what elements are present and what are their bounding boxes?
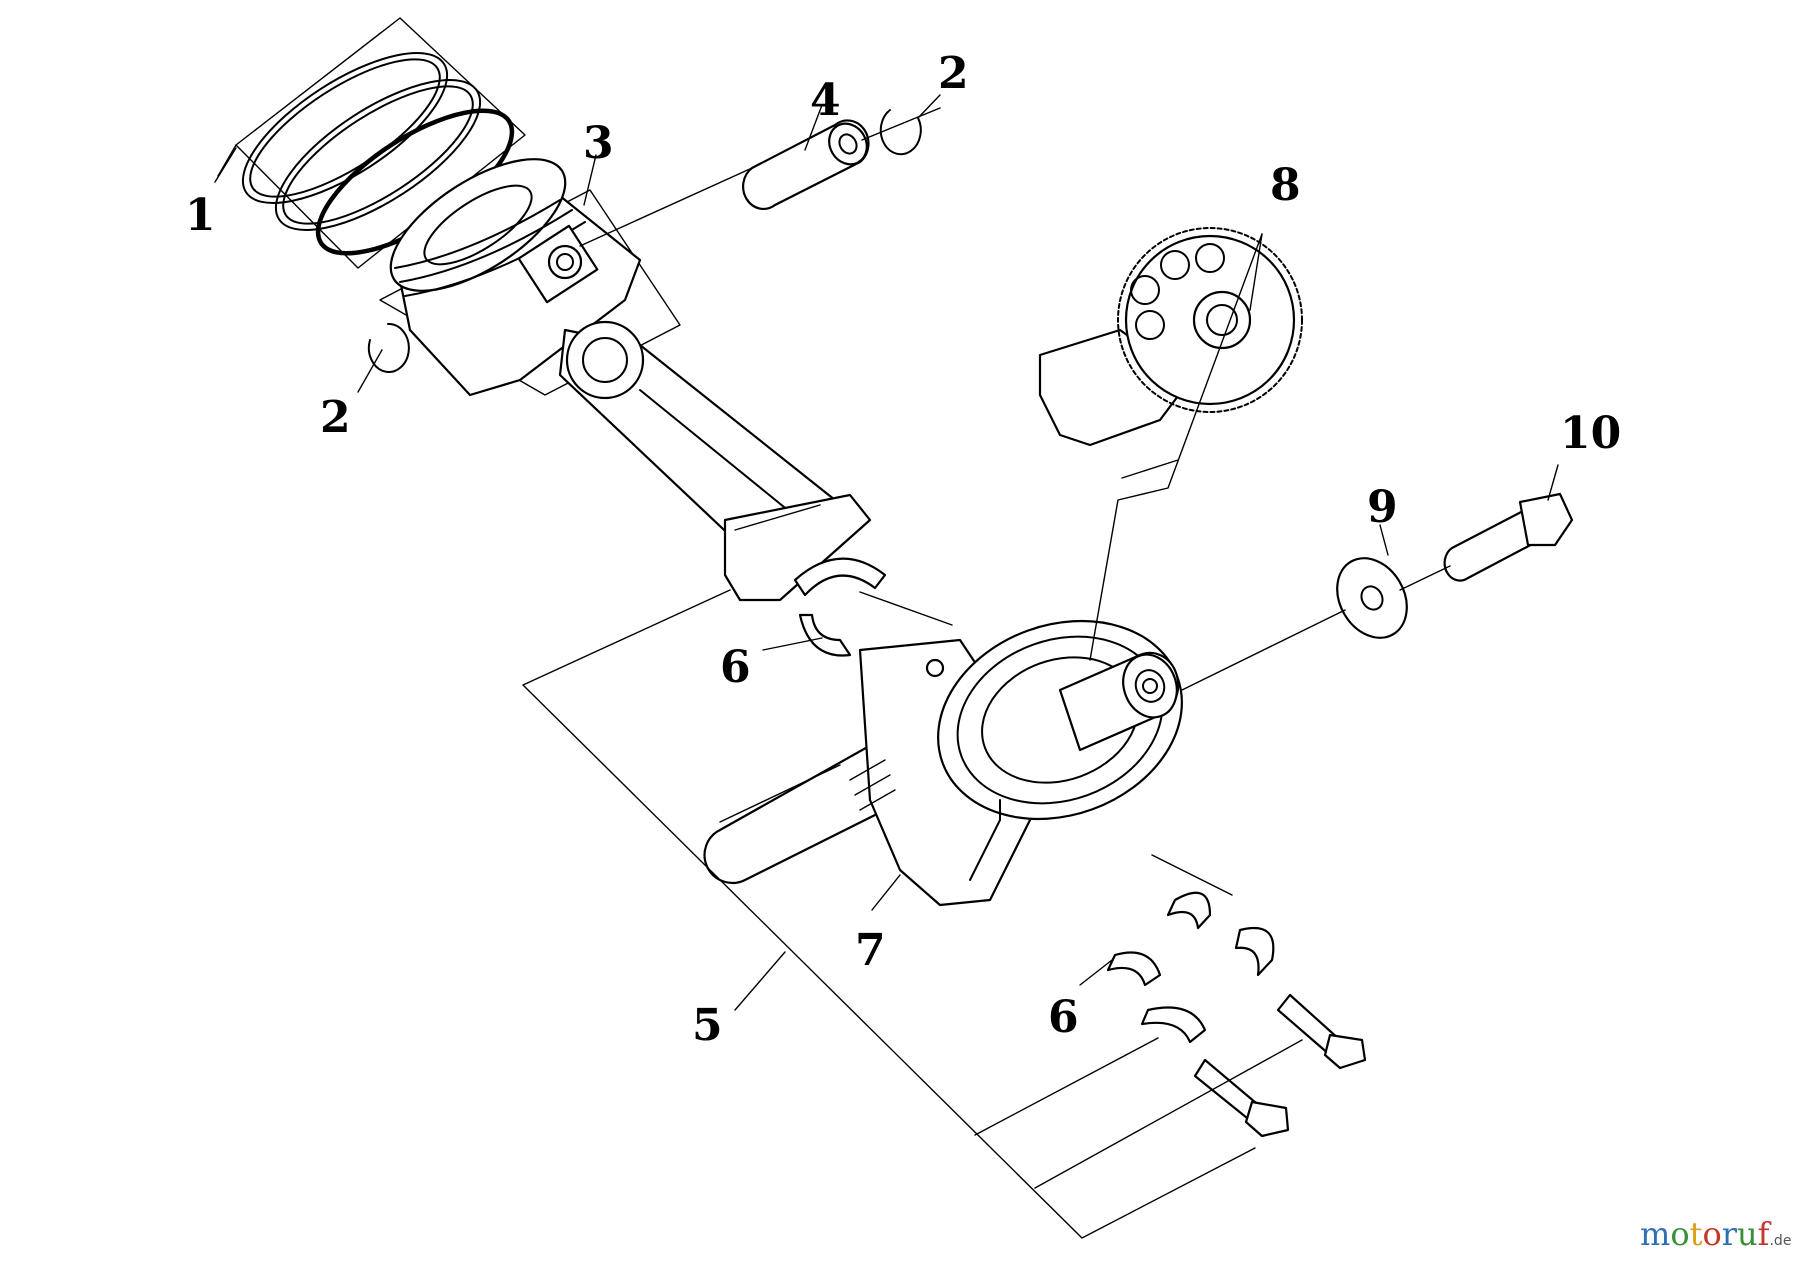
callout-6-bottom: 6 bbox=[1048, 992, 1079, 1043]
piston-ring-set bbox=[217, 17, 526, 269]
watermark-logo-text: motoruf.de bbox=[1640, 1215, 1791, 1253]
callout-7: 7 bbox=[855, 925, 886, 976]
connecting-rod bbox=[558, 320, 872, 602]
callout-5: 5 bbox=[692, 1000, 723, 1051]
watermark-letter: u bbox=[1737, 1215, 1758, 1253]
watermark-letter: f bbox=[1758, 1215, 1772, 1253]
watermark-letter: m bbox=[1640, 1215, 1670, 1253]
watermark-letter: r bbox=[1722, 1215, 1738, 1253]
callout-2-left: 2 bbox=[320, 392, 351, 443]
rod-bolts bbox=[1193, 993, 1367, 1138]
crankshaft bbox=[703, 619, 1183, 907]
callout-6-top: 6 bbox=[720, 642, 751, 693]
watermark-suffix: .de bbox=[1769, 1233, 1791, 1249]
callout-1: 1 bbox=[185, 190, 216, 241]
camshaft bbox=[1038, 227, 1303, 447]
watermark-letter: o bbox=[1702, 1215, 1721, 1253]
bearing-shells-bottom bbox=[1106, 891, 1275, 1044]
callout-2-right: 2 bbox=[938, 48, 969, 99]
washer bbox=[1336, 557, 1408, 639]
bolt bbox=[1443, 492, 1574, 582]
callout-9: 9 bbox=[1367, 482, 1398, 533]
callout-4: 4 bbox=[810, 75, 841, 126]
circlip-left bbox=[367, 322, 410, 373]
callout-3: 3 bbox=[583, 118, 614, 169]
watermark-letter: t bbox=[1690, 1215, 1703, 1253]
piston-pin bbox=[742, 107, 941, 210]
callout-8: 8 bbox=[1270, 160, 1301, 211]
leader-lines bbox=[214, 94, 1559, 1239]
bearing-shell-top bbox=[793, 557, 887, 657]
motoruf-watermark: motoruf.de bbox=[1640, 1215, 1791, 1253]
piston bbox=[379, 158, 753, 397]
circlip-right bbox=[879, 109, 922, 156]
watermark-letter: o bbox=[1670, 1215, 1689, 1253]
callout-10: 10 bbox=[1560, 408, 1621, 459]
